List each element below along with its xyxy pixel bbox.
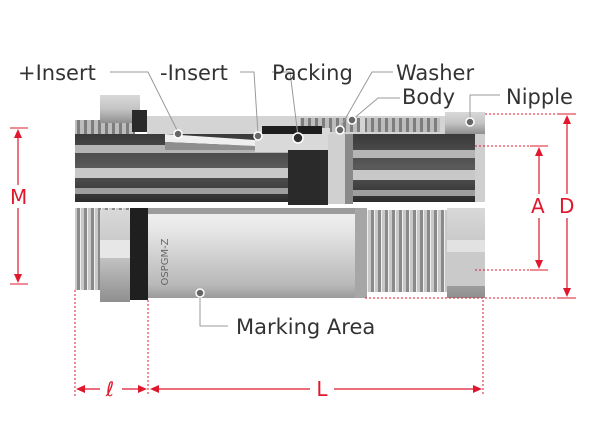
dimension-m [10, 127, 28, 285]
label-marking-area: Marking Area [236, 315, 375, 339]
marker-nipple [465, 117, 475, 127]
main-body-top-edge [148, 208, 363, 214]
dim-label-a: A [531, 194, 545, 218]
washer-ring [328, 134, 345, 204]
dim-label-m: M [10, 185, 27, 209]
label-markers [173, 115, 475, 298]
insert-ring-dark [262, 126, 322, 134]
marking-text: OSPGM-Z [160, 238, 171, 285]
leader-packing [272, 71, 299, 137]
inner-stripe-5 [345, 170, 485, 180]
label-minus-insert: -Insert [160, 61, 228, 85]
dim-label-l-large: L [316, 377, 328, 401]
dim-label-l-small: ℓ [105, 377, 114, 401]
marker-minus-insert [253, 131, 263, 141]
marker-body [347, 115, 357, 125]
leader-nipple [469, 94, 500, 120]
dim-label-d: D [559, 194, 574, 218]
marker-packing [292, 132, 304, 144]
marker-marking-area [195, 288, 205, 298]
inner-stripe-4 [345, 150, 485, 158]
marker-plus-insert [173, 129, 183, 139]
label-plus-insert: +Insert [18, 61, 96, 85]
leader-lines [110, 71, 500, 327]
label-body: Body [402, 85, 455, 109]
dimension-l-small [76, 385, 147, 393]
body-step [345, 134, 353, 204]
exterior-section: OSPGM-Z [75, 208, 485, 302]
body-chamfer [355, 208, 367, 298]
nipple-hex-highlight [447, 240, 485, 252]
plus-insert-wedge [165, 142, 255, 150]
label-washer: Washer [396, 61, 474, 85]
nipple-thread-top [365, 118, 440, 132]
left-seal [130, 208, 148, 300]
dimension-l-large [150, 385, 482, 393]
leader-body [351, 97, 400, 121]
inner-stripe-2 [75, 168, 290, 178]
leader-marking-area [199, 293, 228, 327]
dimension-a [530, 145, 548, 271]
inner-stripe-3 [75, 188, 290, 194]
left-hex-highlight [100, 240, 130, 258]
nipple-hex-top [445, 112, 485, 134]
right-inner-wall [475, 134, 485, 202]
dimensions: M A D [10, 113, 576, 401]
marker-washer [335, 125, 345, 135]
cutaway-section [75, 95, 485, 205]
nipple-hex-face [447, 252, 485, 286]
inner-stripe-6 [345, 190, 485, 196]
label-packing: Packing [272, 61, 353, 85]
part-labels: +Insert -Insert Packing Washer Body Nipp… [18, 61, 573, 339]
packing-block [288, 150, 328, 205]
right-thread [367, 210, 447, 292]
leader-washer [339, 71, 393, 129]
leader-minus-insert [240, 71, 259, 135]
leader-plus-insert [110, 71, 179, 133]
left-seal-top [132, 110, 147, 132]
main-body [148, 208, 363, 298]
left-nut-thread-top [75, 120, 135, 134]
dimension-d [558, 113, 576, 299]
dimension-extension-lines [74, 113, 560, 396]
label-nipple: Nipple [506, 85, 573, 109]
